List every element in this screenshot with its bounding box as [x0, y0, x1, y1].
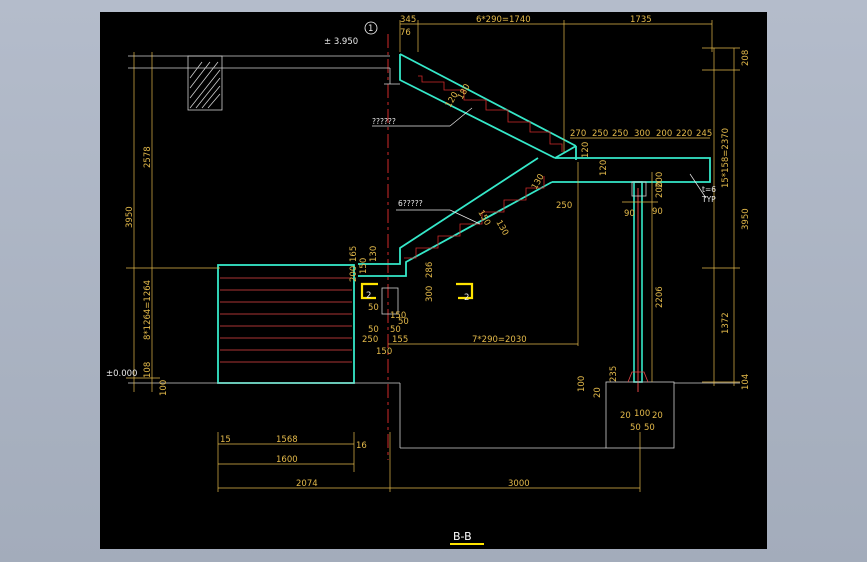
dim-left-108: 108 — [143, 362, 153, 378]
dim-landing-245: 245 — [696, 129, 712, 139]
slope-150: 150 — [475, 209, 492, 228]
dim-right-3950: 3950 — [741, 208, 751, 230]
dim-misc-155: 155 — [392, 335, 408, 345]
dim-misc-120b: 120 — [599, 160, 609, 176]
dim-misc-20c: 20 — [652, 411, 663, 421]
dim-misc-50d: 50 — [630, 423, 641, 433]
dim-landing-250a: 250 — [592, 129, 608, 139]
dim-1735: 1735 — [630, 15, 652, 25]
dim-left-3950: 3950 — [125, 206, 135, 228]
dim-bottom-1568: 1568 — [276, 435, 298, 445]
dim-misc-250b: 250 — [556, 201, 572, 211]
dim-landing-200: 200 — [656, 129, 672, 139]
dim-left-2578: 2578 — [143, 146, 153, 168]
dim-bottom-1600: 1600 — [276, 455, 298, 465]
dim-landing-250b: 250 — [612, 129, 628, 139]
dim-bottom-3000: 3000 — [508, 479, 530, 489]
upper-steps — [418, 75, 563, 152]
dim-misc-2206: 2206 — [655, 286, 665, 308]
dim-76: 76 — [400, 28, 411, 38]
dim-misc-50c: 50 — [390, 325, 401, 335]
dim-bottom-15: 15 — [220, 435, 231, 445]
dim-misc-120a: 120 — [581, 142, 591, 158]
note-lower-flight: 6????? — [398, 199, 423, 208]
beam-mark-left: 2 — [366, 291, 371, 301]
dim-misc-286: 286 — [425, 262, 435, 278]
platform-lines — [220, 277, 352, 363]
staircase — [217, 53, 711, 384]
dim-6x290: 6*290=1740 — [476, 15, 531, 25]
dim-misc-90b: 90 — [652, 207, 663, 217]
dim-landing-220: 220 — [676, 129, 692, 139]
dim-misc-100b: 100 — [634, 409, 650, 419]
landing-beam — [631, 181, 647, 197]
dim-misc-150c: 150 — [376, 347, 392, 357]
beam-sections — [360, 282, 474, 300]
elevation-ground: ±0.000 — [106, 369, 137, 379]
upper-floor — [128, 55, 400, 111]
dim-misc-20a: 20 — [593, 387, 603, 398]
dim-right-1372: 1372 — [721, 312, 731, 334]
dim-misc-50e: 50 — [644, 423, 655, 433]
dim-7x290: 7*290=2030 — [472, 335, 527, 345]
slope-130b: 130 — [493, 219, 510, 238]
dim-misc-150b: 150 — [390, 311, 406, 321]
dim-misc-200: 200 — [349, 266, 359, 282]
lower-steps — [404, 176, 545, 259]
dim-misc-130: 130 — [369, 246, 379, 262]
dim-misc-165: 165 — [349, 246, 359, 262]
dim-misc-200a: 200 — [655, 182, 665, 198]
section-drawing: 1 — [106, 15, 751, 545]
dim-landing-270: 270 — [570, 129, 586, 139]
dim-345: 345 — [400, 15, 416, 25]
dim-bottom-16: 16 — [356, 441, 367, 451]
dimension-lines — [126, 20, 740, 492]
note-upper-flight: ?????? — [372, 117, 396, 126]
dim-misc-300: 300 — [425, 286, 435, 302]
note-t: t=6 — [702, 185, 716, 194]
dim-misc-50f: 50 — [368, 325, 379, 335]
dim-misc-50b: 50 — [398, 317, 409, 327]
dim-misc-50a: 50 — [368, 303, 379, 313]
elevation-top: ± 3.950 — [324, 37, 358, 47]
dim-right-208: 208 — [741, 50, 751, 66]
axis-mark: 1 — [368, 24, 373, 34]
dim-misc-200b: 200 — [655, 172, 665, 188]
ground — [128, 382, 740, 449]
leaders — [372, 107, 707, 225]
dim-misc-90a: 90 — [624, 209, 635, 219]
dim-misc-20b: 20 — [620, 411, 631, 421]
dim-left-8x1264: 8*1264=1264 — [143, 280, 153, 340]
drawing-canvas[interactable]: 1 — [100, 12, 767, 549]
dim-misc-235: 235 — [609, 366, 619, 382]
dim-landing-300: 300 — [634, 129, 650, 139]
dim-right-104: 104 — [741, 374, 751, 390]
beam-mark-right: 2 — [464, 293, 469, 303]
note-typ: TYP — [701, 195, 716, 204]
dim-misc-100: 100 — [577, 376, 587, 392]
section-title: B-B — [453, 530, 472, 543]
dim-misc-150: 150 — [359, 258, 369, 274]
dim-right-15x158: 15*158=2370 — [721, 128, 731, 188]
dim-misc-250: 250 — [362, 335, 378, 345]
dim-left-100: 100 — [159, 380, 169, 396]
axis-bubble — [364, 21, 378, 35]
lower-beam — [381, 287, 399, 315]
dim-bottom-2074: 2074 — [296, 479, 318, 489]
